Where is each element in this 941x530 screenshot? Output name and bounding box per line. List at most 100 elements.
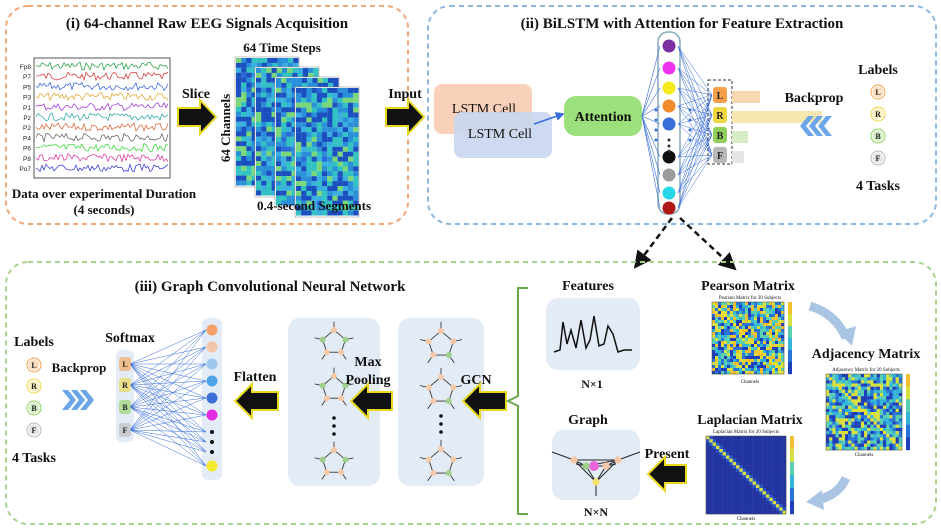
heatmap-cell xyxy=(251,111,257,117)
heatmap-cell xyxy=(348,156,354,162)
heatmap-cell xyxy=(348,171,354,177)
heatmap-cell xyxy=(271,112,277,118)
matrix-cell xyxy=(749,471,753,476)
heatmap-cell xyxy=(261,175,267,181)
matrix-cell xyxy=(769,494,773,498)
heatmap-cell xyxy=(286,127,292,132)
matrix-cell xyxy=(766,497,770,502)
heatmap-cell xyxy=(266,175,272,181)
matrix-cell xyxy=(751,308,755,312)
matrix-cell xyxy=(712,504,717,508)
matrix-cell xyxy=(733,347,737,351)
matrix-cell xyxy=(772,365,776,369)
matrix-cell xyxy=(706,484,710,489)
laplacian-label: Laplacian Matrix xyxy=(697,413,802,428)
matrix-cell xyxy=(718,344,722,348)
softmax-edge xyxy=(129,380,207,408)
heatmap-cell xyxy=(236,107,242,112)
matrix-cell xyxy=(715,302,719,306)
matrix-cell xyxy=(746,436,750,440)
matrix-cell xyxy=(879,405,884,410)
heatmap-cell xyxy=(332,88,338,93)
matrix-cell xyxy=(829,446,833,451)
panel-eeg-title: (i) 64-channel Raw EEG Signals Acquisiti… xyxy=(66,16,349,32)
gcn-backprop-chevrons xyxy=(62,390,94,410)
matrix-cell xyxy=(722,481,727,485)
matrix-cell xyxy=(860,399,865,403)
matrix-cell xyxy=(870,377,874,381)
matrix-cell xyxy=(892,421,896,425)
heatmap-cell xyxy=(316,171,323,177)
matrix-cell xyxy=(889,446,893,451)
matrix-cell xyxy=(709,501,713,505)
matrix-cell xyxy=(769,341,773,345)
matrix-cell xyxy=(848,377,852,381)
eeg-channel-label: P2 xyxy=(23,125,31,132)
colorbar-segment xyxy=(790,462,794,476)
matrix-cell xyxy=(873,393,877,397)
matrix-cell xyxy=(778,317,782,321)
matrix-cell xyxy=(769,365,773,369)
heatmap-cell xyxy=(251,92,257,98)
matrix-cell xyxy=(772,510,777,515)
matrix-cell xyxy=(757,353,761,357)
heatmap-cell xyxy=(337,156,343,162)
matrix-cell xyxy=(879,431,884,435)
heatmap-cell xyxy=(296,146,302,152)
matrix-cell xyxy=(829,418,833,422)
matrix-cell xyxy=(776,494,780,498)
matrix-cell xyxy=(722,445,727,450)
matrix-cell xyxy=(886,437,890,441)
matrix-cell xyxy=(739,478,743,482)
matrix-cell xyxy=(727,332,731,336)
heatmap-cell xyxy=(337,200,343,206)
matrix-cell xyxy=(726,481,730,485)
heatmap-cell xyxy=(301,137,307,142)
ellipsis-dot xyxy=(439,422,443,426)
matrix-cell xyxy=(739,359,743,363)
heatmap-cell xyxy=(342,127,349,133)
heatmap-cell xyxy=(327,117,333,123)
matrix-cell xyxy=(841,427,846,432)
heatmap-cell xyxy=(311,181,317,187)
matrix-cell xyxy=(826,427,830,432)
matrix-cell xyxy=(776,458,780,463)
matrix-cell xyxy=(722,462,727,466)
matrix-cell xyxy=(772,317,776,321)
matrix-cell xyxy=(829,408,833,413)
matrix-cell xyxy=(851,437,855,441)
matrix-cell xyxy=(759,445,763,450)
matrix-cell xyxy=(879,440,884,444)
colorbar-segment xyxy=(790,436,794,450)
lstm-cell-backward xyxy=(454,112,552,158)
softmax-edge xyxy=(129,397,207,408)
matrix-cell xyxy=(889,380,893,384)
matrix-cell xyxy=(749,439,753,443)
matrix-cell xyxy=(860,383,865,387)
graph-node xyxy=(570,456,578,464)
matrix-cell xyxy=(739,488,743,492)
matrix-cell xyxy=(841,415,846,419)
heatmap-cell xyxy=(286,190,292,196)
matrix-cell xyxy=(775,317,779,321)
features-dim: N×1 xyxy=(581,377,603,391)
to-pearson-arrow xyxy=(679,217,737,271)
heatmap-cell xyxy=(322,161,328,167)
matrix-cell xyxy=(886,421,890,425)
matrix-cell xyxy=(857,405,862,410)
matrix-cell xyxy=(766,335,770,339)
heatmap-cell xyxy=(256,107,262,113)
matrix-cell xyxy=(898,440,903,444)
heatmap-cell xyxy=(348,181,354,187)
heatmap-cell xyxy=(311,127,317,133)
matrix-cell xyxy=(709,436,713,440)
matrix-cell xyxy=(719,504,723,508)
matrix-cell xyxy=(733,344,737,348)
matrix-cell xyxy=(756,455,760,459)
heatmap-cell xyxy=(322,88,328,93)
matrix-cell xyxy=(772,445,777,450)
heatmap-cell xyxy=(261,131,267,137)
heatmap-cell xyxy=(301,146,307,152)
matrix-cell xyxy=(860,440,865,444)
heatmap-cell xyxy=(261,117,267,122)
